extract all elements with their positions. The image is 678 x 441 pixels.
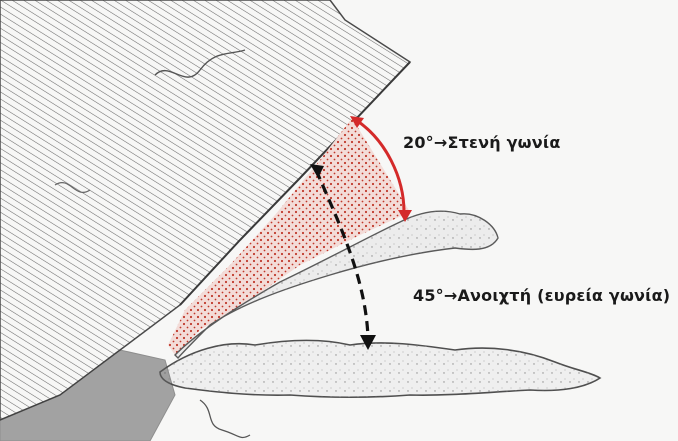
- tissue-squiggle: [200, 400, 250, 438]
- lower-tissue-speckle: [160, 340, 600, 397]
- open-angle-label: 45°→Ανοιχτή (ευρεία γωνία): [413, 286, 670, 305]
- narrow-angle-label: 20°→Στενή γωνία: [403, 133, 561, 152]
